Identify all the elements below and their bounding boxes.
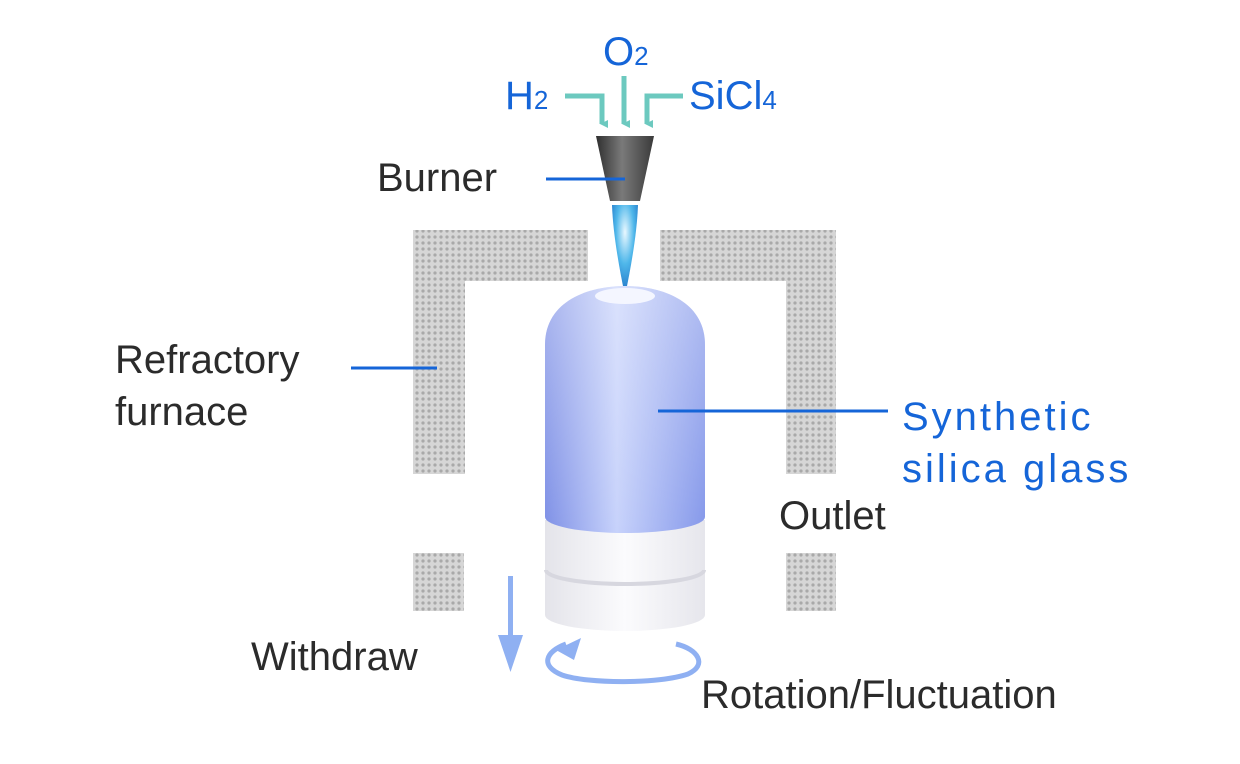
o2-label: O2 bbox=[603, 30, 649, 74]
rotation-arrow-icon bbox=[545, 638, 702, 685]
refractory-furnace bbox=[413, 230, 836, 611]
withdraw-arrow-icon bbox=[498, 576, 523, 672]
withdraw-label: Withdraw bbox=[251, 635, 418, 679]
flame-icon bbox=[612, 205, 638, 296]
refractory-furnace-label: Refractory furnace bbox=[115, 338, 300, 434]
silica-ingot bbox=[544, 286, 706, 631]
burner-label: Burner bbox=[377, 156, 498, 200]
leader-lines bbox=[351, 177, 888, 413]
outlet-label: Outlet bbox=[779, 494, 886, 538]
rotation-fluctuation-label: Rotation/Fluctuation bbox=[701, 673, 1057, 717]
h2-label: H2 bbox=[505, 74, 549, 118]
synthetic-silica-glass-label: Synthetic silica glass bbox=[902, 395, 1132, 491]
burner-icon bbox=[596, 136, 654, 201]
sicl4-label: SiCl4 bbox=[689, 74, 777, 118]
gas-feed-arrows bbox=[565, 76, 683, 128]
